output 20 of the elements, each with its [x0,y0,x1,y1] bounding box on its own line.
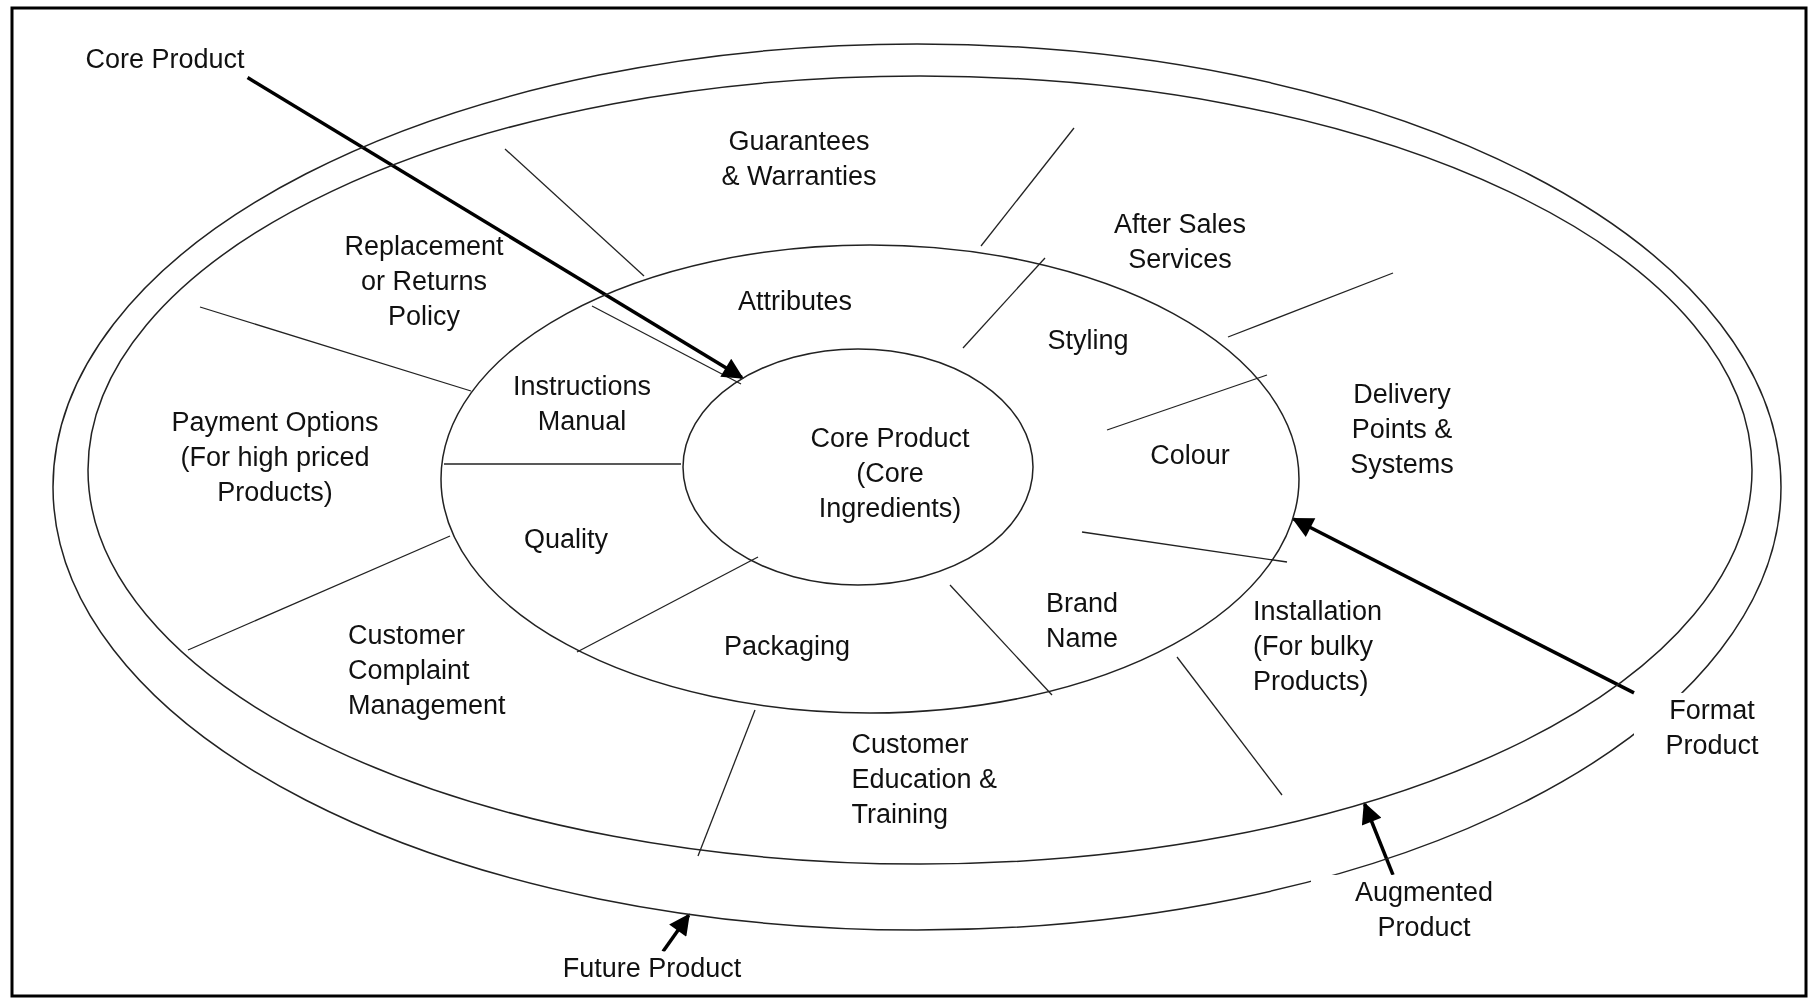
arrow [661,913,691,953]
arrow [1361,802,1395,876]
segment-label: Replacement or Returns Policy [339,229,509,335]
segment-label: Quality [524,522,608,558]
segment-label: Colour [1150,438,1230,474]
segment-label: Attributes [737,284,853,320]
segment-label: Payment Options (For high priced Products) [160,405,390,511]
segment-label: Instructions Manual [487,368,677,440]
segment-label: Installation (For bulky Products) [1253,594,1423,700]
core-label: Core Product (Core Ingredients) [809,422,971,526]
segment-label: Packaging [723,629,851,665]
segment-label: Customer Complaint Management [348,618,548,724]
segment-label: Styling [1047,323,1129,359]
segment-label: Brand Name [1027,585,1137,657]
segment-label: Customer Education & Training [851,727,1017,833]
segment-label: After Sales Services [1080,206,1280,278]
arrow [246,76,744,380]
segment-label: Guarantees & Warranties [719,123,879,195]
segment-label: Delivery Points & Systems [1327,377,1477,483]
arrow [1291,517,1635,695]
